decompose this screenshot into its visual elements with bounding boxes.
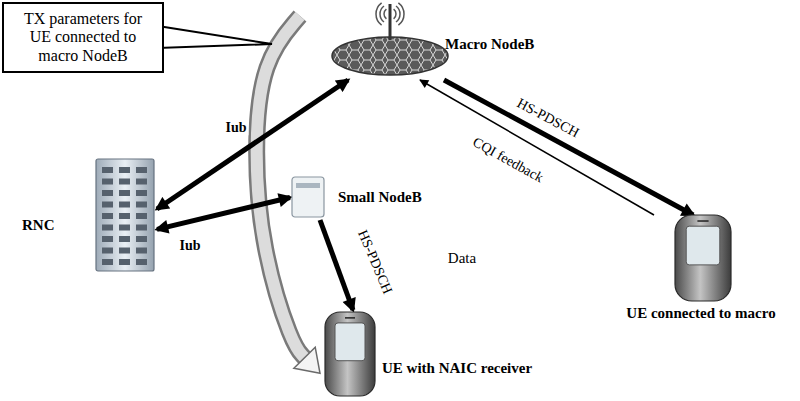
rack-slot: [102, 179, 113, 185]
radio-wave: [394, 9, 396, 19]
rack-icon: [96, 159, 154, 271]
small-nodeb: Small NodeB: [290, 175, 440, 220]
rack-slot: [119, 213, 130, 219]
ue-macro: UE connected to macro: [605, 215, 800, 325]
node-label: Macro NodeB: [445, 36, 534, 53]
radio-wave: [398, 3, 404, 25]
phone-body: [675, 215, 731, 301]
rack-slot: [119, 248, 130, 254]
rack-slot: [136, 225, 147, 231]
radio-wave: [380, 6, 384, 22]
connector-line: [444, 80, 693, 215]
hs-pdsch-link: [444, 80, 693, 215]
rack-slot: [136, 213, 147, 219]
small-cell-box: [292, 177, 324, 217]
node-label: UE connected to macro: [605, 305, 797, 322]
node-label: TX parameters for UE connected to macro …: [14, 10, 152, 65]
phone-body: [325, 312, 375, 396]
callout-pointer: [158, 26, 272, 48]
rack-slot: [119, 259, 130, 265]
link-label: Iub: [177, 238, 202, 253]
phone-screen: [335, 323, 365, 361]
rack-slot: [119, 179, 130, 185]
rack-slot: [102, 259, 113, 265]
antenna-mast: [389, 4, 392, 40]
tower-icon: [325, 0, 455, 78]
rack-slot: [136, 202, 147, 208]
rack-slot: [119, 167, 130, 173]
link-label: HS-PDSCH: [354, 226, 396, 298]
rack-slot: [102, 202, 113, 208]
link-label: HS-PDSCH: [513, 94, 584, 141]
node-label: Small NodeB: [338, 189, 422, 206]
connector-line: [157, 198, 290, 230]
cqi-feedback-link: [420, 80, 654, 215]
connector-line: [420, 80, 654, 215]
small-icon: [292, 177, 324, 217]
macro-nodeb: Macro NodeB: [300, 0, 540, 80]
rack-slot: [119, 202, 130, 208]
rack-slot: [102, 225, 113, 231]
phone-screen: [686, 226, 720, 265]
rack-slot: [136, 236, 147, 242]
rack-slot: [119, 190, 130, 196]
rack-cabinet: [96, 159, 154, 271]
radio-wave: [396, 6, 400, 22]
ue-naic: UE with NAIC receiver: [320, 310, 540, 398]
band-arrowhead: [294, 347, 320, 373]
rack-slot: [136, 259, 147, 265]
node-label: UE with NAIC receiver: [382, 360, 532, 377]
cell-grid: [332, 37, 448, 75]
plain-label: Data: [446, 250, 478, 267]
phone-speaker: [345, 317, 355, 319]
rack-slot: [102, 236, 113, 242]
connector-line: [320, 220, 353, 310]
rack-slot: [102, 167, 113, 173]
phone-icon: [325, 312, 375, 396]
rnc: RNC: [22, 155, 157, 275]
callout-box: TX parameters for UE connected to macro …: [2, 2, 164, 73]
hs-pdsch-link: [320, 220, 353, 310]
radio-wave: [376, 3, 382, 25]
small-cell-stripe: [296, 183, 320, 188]
rack-slot: [102, 213, 113, 219]
rack-slot: [119, 225, 130, 231]
rack-slot: [119, 236, 130, 242]
node-label: RNC: [22, 217, 55, 234]
rack-slot: [136, 167, 147, 173]
iub-link: [157, 198, 290, 230]
link-label: Iub: [223, 120, 248, 135]
link-label: CQI feedback: [468, 133, 547, 186]
phone-icon: [675, 215, 731, 301]
radio-wave: [384, 9, 386, 19]
phone-speaker: [697, 220, 708, 222]
rack-slot: [136, 179, 147, 185]
rack-slot: [102, 248, 113, 254]
rack-slot: [102, 190, 113, 196]
rack-slot: [136, 190, 147, 196]
rack-slot: [136, 248, 147, 254]
